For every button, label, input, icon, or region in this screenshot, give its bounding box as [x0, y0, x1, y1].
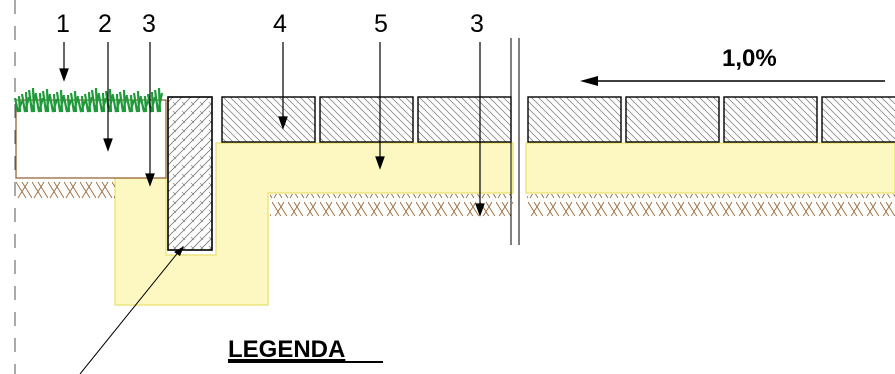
grass-tuft-icon [13, 87, 164, 113]
paver-block [625, 96, 720, 143]
leader-arrowhead-curb [174, 246, 184, 256]
base-layer-left [114, 142, 514, 306]
soil-hatch-left [16, 178, 115, 200]
soil-hatch-right [527, 194, 895, 216]
paver-row [221, 96, 895, 143]
label-3-left: 3 [142, 10, 156, 38]
curb-stone [167, 96, 213, 251]
base-layer-right [525, 142, 895, 194]
label-2: 2 [98, 10, 112, 38]
paver-block [319, 96, 414, 143]
label-1: 1 [56, 10, 70, 38]
slope-value: 1,0% [722, 45, 777, 72]
legend-title: LEGENDA [228, 336, 345, 363]
paver-block [821, 96, 895, 143]
paver-block [221, 96, 316, 143]
label-5: 5 [374, 10, 388, 38]
paver-block [527, 96, 622, 143]
leader-line-curb [79, 249, 181, 374]
leader-arrows [59, 42, 485, 217]
label-3-right: 3 [470, 10, 484, 38]
label-4: 4 [273, 10, 287, 38]
lawn-topsoil [15, 99, 167, 179]
paver-block [417, 96, 512, 143]
paver-block [723, 96, 818, 143]
slope-arrow-icon [580, 76, 885, 86]
soil-hatch-middle [270, 194, 513, 216]
